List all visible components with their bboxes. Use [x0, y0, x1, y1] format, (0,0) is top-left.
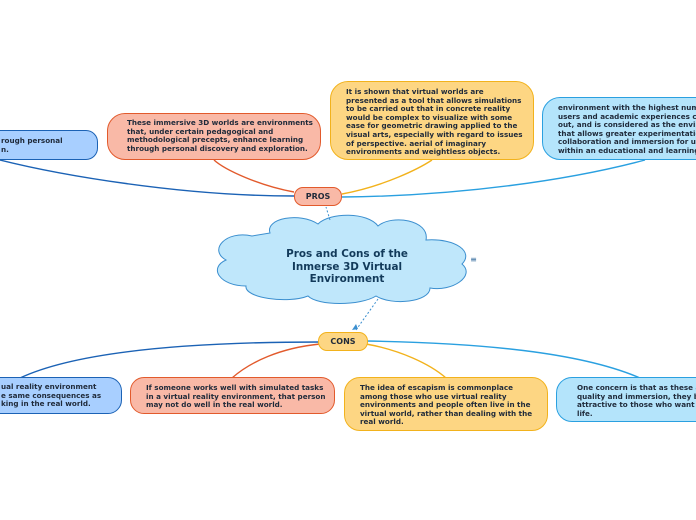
note-icon[interactable]: ≡: [470, 255, 477, 264]
pros-item-3-line-4: would be complex to visualize with some: [346, 112, 513, 122]
central-topic-line-2: Inmerse 3D Virtual: [291, 260, 403, 273]
pros-item-3-line-8: environments and weightless objects.: [346, 147, 501, 157]
link-pros-1: [0, 159, 295, 197]
cons-item-4-line-2: quality and immersion, they be: [577, 391, 696, 401]
pros-item-1-line-2: n.: [1, 144, 9, 154]
pros-item-4-line-1: environment with the highest numb: [558, 103, 696, 112]
central-topic-title[interactable]: Pros and Cons of the Inmerse 3D Virtual …: [268, 248, 426, 286]
pros-item-4-line-5: collaboration and immersion for use: [558, 137, 696, 147]
cons-item-3-line-3: environments and people often live in th…: [360, 400, 531, 410]
pros-item-2-line-4: through personal discovery and explorati…: [127, 143, 308, 153]
pros-item-3-line-7: of perspective. aerial of imaginary: [346, 138, 487, 148]
cons-item-3-line-1: The idea of escapism is commonplace: [360, 383, 514, 392]
pros-item-1[interactable]: rough personal n.: [0, 130, 98, 160]
pros-topic[interactable]: PROS: [294, 187, 342, 206]
pros-item-1-line-1: rough personal: [1, 136, 63, 145]
pros-item-3-line-3: to be carried out that in concrete reali…: [346, 104, 511, 114]
cons-item-2-line-1: If someone works well with simulated tas…: [146, 383, 324, 392]
pros-item-4[interactable]: environment with the highest numb users …: [542, 97, 696, 160]
pros-item-3-line-5: ease for geometric drawing applied to th…: [346, 121, 518, 131]
link-cons-2: [231, 343, 321, 379]
cons-item-1-line-3: king in the real world.: [1, 399, 91, 409]
pros-item-3[interactable]: It is shown that virtual worlds are pres…: [330, 81, 534, 160]
pros-item-3-line-1: It is shown that virtual worlds are: [346, 87, 484, 96]
pros-item-4-line-2: users and academic experiences ca: [558, 111, 696, 121]
cons-item-4-line-3: attractive to those who want t: [577, 400, 696, 410]
link-pros-2: [213, 159, 295, 193]
cons-topic[interactable]: CONS: [318, 332, 368, 351]
pros-item-2-line-2: that, under certain pedagogical and: [127, 126, 274, 136]
link-pros-4: [341, 159, 646, 198]
pros-item-3-line-2: presented as a tool that allows simulati…: [346, 95, 522, 105]
cons-item-1[interactable]: ual reality environment e same consequen…: [0, 377, 122, 414]
cons-item-4-line-4: life.: [577, 408, 593, 418]
pros-item-4-line-3: out, and is considered as the enviro: [558, 120, 696, 130]
cons-item-1-line-2: e same consequences as: [1, 390, 102, 400]
cons-item-3-line-4: virtual world, rather than dealing with …: [360, 408, 533, 418]
cons-item-1-line-1: ual reality environment: [1, 382, 97, 391]
pros-item-4-line-4: that allows greater experimentation: [558, 128, 696, 138]
pros-item-2[interactable]: These immersive 3D worlds are environmen…: [107, 113, 321, 160]
pros-item-3-line-6: visual arts, especially with regard to i…: [346, 129, 523, 139]
link-cons-3: [365, 343, 447, 379]
cons-item-2[interactable]: If someone works well with simulated tas…: [130, 377, 335, 414]
cons-item-4[interactable]: One concern is that as these ac quality …: [556, 377, 696, 422]
pros-item-4-line-6: within an educational and learning: [558, 145, 696, 155]
link-center-cons: [355, 298, 379, 331]
cons-item-3-line-2: among those who use virtual reality: [360, 391, 507, 401]
cons-item-3[interactable]: The idea of escapism is commonplace amon…: [344, 377, 548, 431]
link-cons-1: [19, 341, 321, 379]
central-topic-line-1: Pros and Cons of the: [286, 248, 408, 260]
link-cons-4: [365, 340, 641, 379]
central-cloud[interactable]: [216, 214, 467, 304]
central-topic-line-3: Environment: [309, 273, 385, 285]
pros-item-2-line-1: These immersive 3D worlds are environmen…: [127, 118, 313, 127]
cons-item-2-line-3: may not do well in the real world.: [146, 400, 283, 410]
link-pros-3: [341, 159, 433, 195]
cons-item-2-line-2: in a virtual reality environment, that p…: [146, 391, 326, 401]
cons-item-4-line-1: One concern is that as these ac: [577, 383, 696, 392]
cons-item-3-line-5: real world.: [360, 417, 404, 427]
pros-item-2-line-3: methodological precepts, enhance learnin…: [127, 135, 304, 145]
